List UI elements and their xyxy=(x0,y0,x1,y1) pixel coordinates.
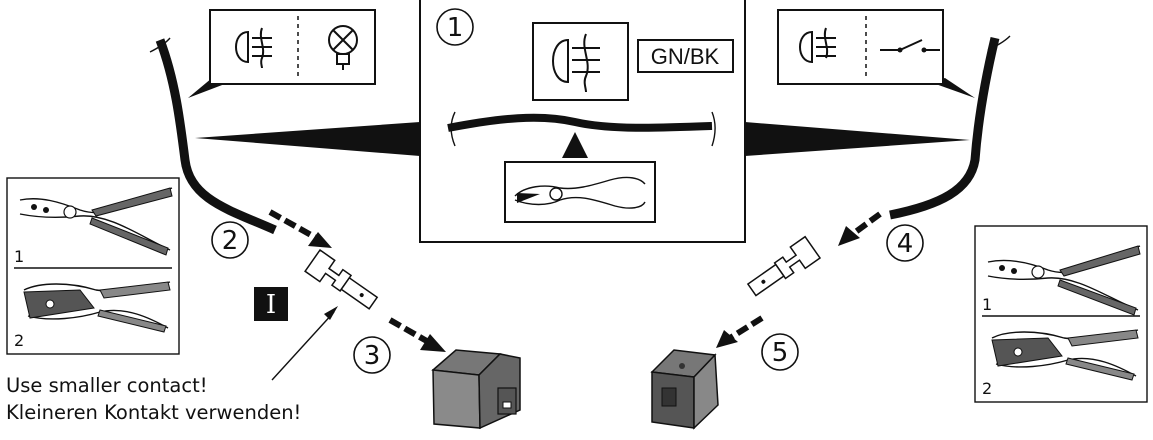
step-4-label: 4 xyxy=(897,229,914,259)
step-5-label: 5 xyxy=(772,338,789,368)
right-pointer xyxy=(745,122,970,156)
bulb-icon xyxy=(328,25,358,70)
terminal-contact-icon xyxy=(746,235,822,297)
terminal-contact-icon xyxy=(304,248,379,310)
step-3-marker xyxy=(353,336,391,374)
variant-badge xyxy=(254,287,288,321)
arrow-icon xyxy=(716,315,764,348)
fog-light-symbol-icon xyxy=(799,27,836,64)
tool-2-label: 2 xyxy=(14,331,24,350)
cut-point-arrow xyxy=(562,132,588,158)
fog-light-symbol-icon xyxy=(235,27,272,69)
crimping-pliers-icon xyxy=(987,245,1141,316)
note-line-en: Use smaller contact! xyxy=(6,374,208,397)
crimping-pliers-icon xyxy=(991,329,1139,381)
step-4-marker xyxy=(886,224,924,262)
side-cutter-pliers-icon xyxy=(514,176,646,209)
arrow-icon xyxy=(838,211,882,246)
step-3-label: 3 xyxy=(364,341,381,371)
step-2-marker xyxy=(211,221,249,259)
crimping-pliers-icon xyxy=(23,281,171,333)
contact-note: Use smaller contact! Kleineren Kontakt v… xyxy=(6,372,301,426)
note-pointer xyxy=(271,311,335,381)
switch-icon xyxy=(880,39,940,53)
variant-label: I xyxy=(266,290,276,320)
connector-housing-icon xyxy=(650,349,719,430)
right-crimp-tools-panel: 1 2 xyxy=(974,225,1148,403)
tool-1-label: 1 xyxy=(14,247,24,266)
left-crimp-tools-panel: 1 2 xyxy=(6,177,180,355)
right-callout-box xyxy=(777,9,975,98)
left-wire xyxy=(149,37,277,235)
fog-light-symbol-icon xyxy=(552,33,600,93)
tool-1-label: 1 xyxy=(982,295,992,314)
arrow-icon xyxy=(268,209,332,248)
crimping-pliers-icon xyxy=(19,187,173,256)
note-line-de: Kleineren Kontakt verwenden! xyxy=(6,401,302,424)
left-callout-box xyxy=(188,9,376,98)
left-pointer xyxy=(195,122,420,156)
wire-color-code: GN/BK xyxy=(651,44,720,69)
step-5-marker xyxy=(761,333,799,371)
center-detail-box: 1 GN/BK xyxy=(419,0,746,243)
right-wire xyxy=(889,35,1011,220)
step-2-label: 2 xyxy=(222,226,239,256)
step-1-marker xyxy=(436,8,474,46)
tool-2-label: 2 xyxy=(982,379,992,398)
arrow-icon xyxy=(388,317,446,352)
step-1-label: 1 xyxy=(447,13,464,43)
connector-housing-icon xyxy=(431,349,521,430)
